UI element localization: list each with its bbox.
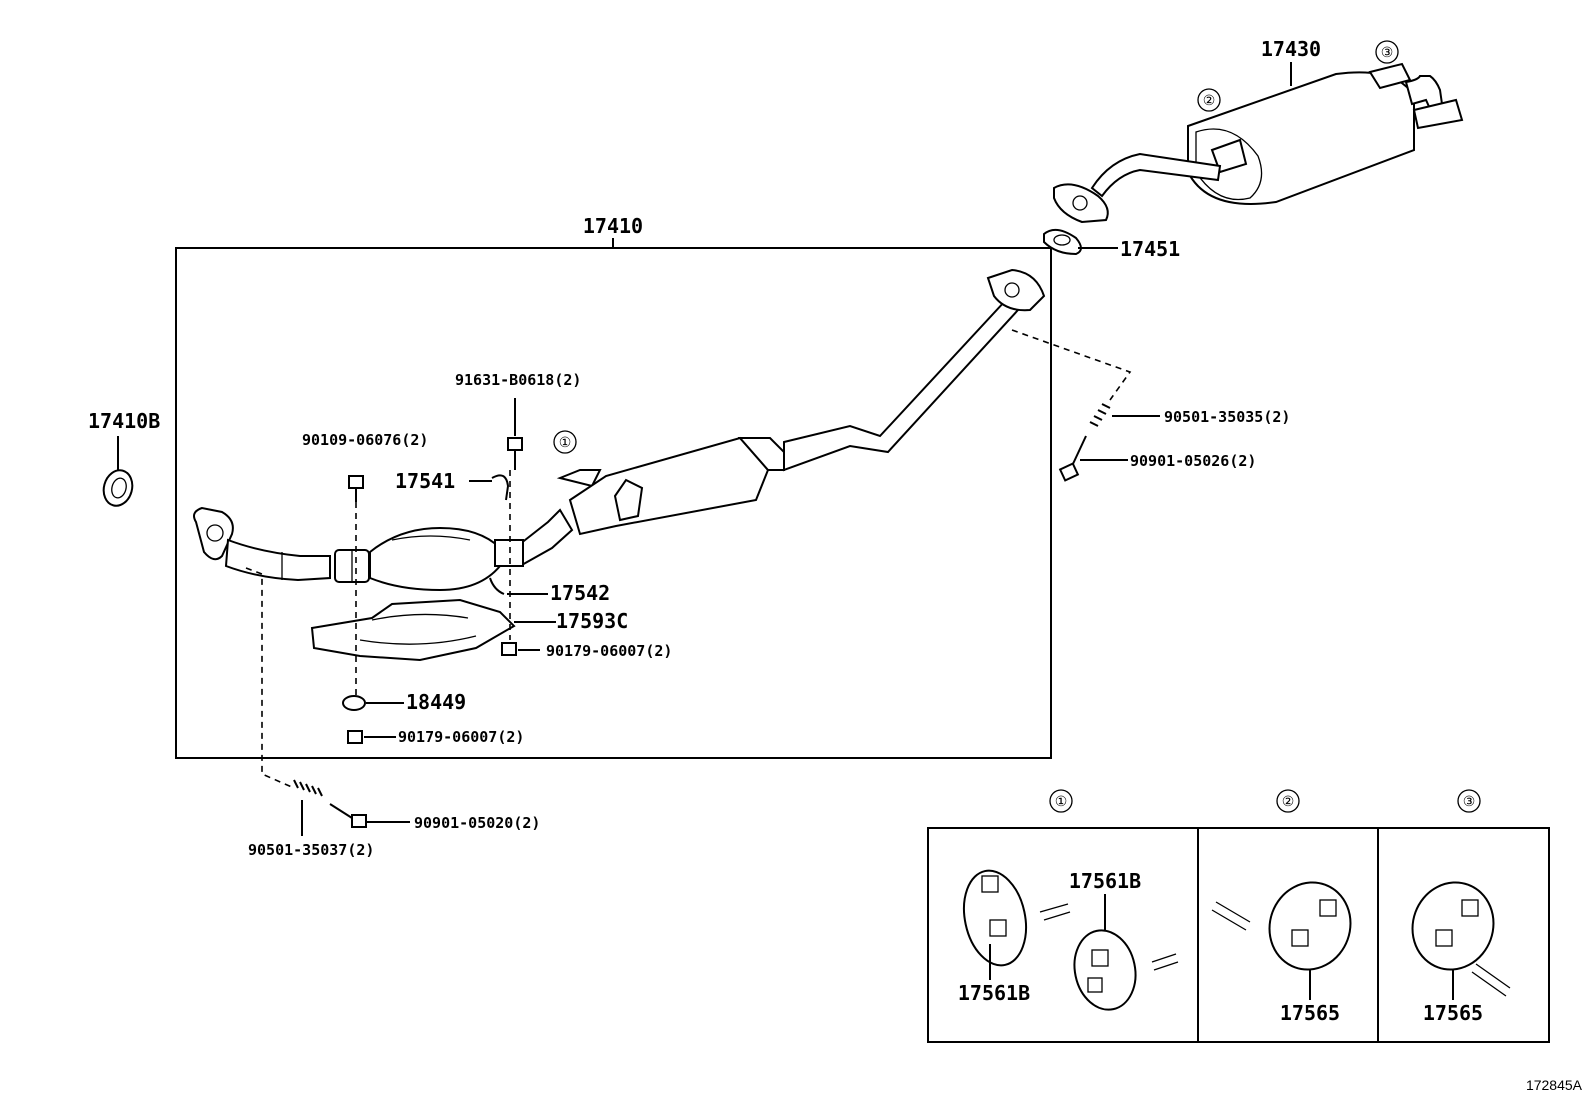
- part-label-90109-06076[interactable]: 90109-06076(2): [302, 431, 428, 449]
- gasket-ring-17410b: [102, 469, 134, 507]
- rubber-hanger-17561b-center: [1073, 929, 1137, 1011]
- hanger-detail-boxes: [927, 827, 1550, 1043]
- hanger-rod-3: [1471, 963, 1511, 997]
- rubber-hanger-17561b-left: [963, 869, 1027, 967]
- callout-circle-3-muffler: [1375, 40, 1399, 64]
- part-label-17542[interactable]: 17542: [550, 581, 610, 605]
- clamp-17542: [489, 577, 505, 595]
- part-label-17430[interactable]: 17430: [1261, 37, 1321, 61]
- callout-circle-1-box: [1049, 789, 1073, 813]
- part-label-17561b-top[interactable]: 17561B: [1069, 869, 1141, 893]
- bolt-90109: [348, 475, 364, 502]
- part-label-17561b-left[interactable]: 17561B: [958, 981, 1030, 1005]
- hanger-rod-2: [1211, 901, 1251, 931]
- spring-90501-35035: [1089, 403, 1111, 427]
- part-label-17565-box3[interactable]: 17565: [1423, 1001, 1483, 1025]
- callout-1-box: ①: [1055, 793, 1068, 809]
- bolt-90901-05020: [329, 803, 367, 828]
- nut-90179-lower: [347, 730, 363, 744]
- part-label-17541[interactable]: 17541: [395, 469, 455, 493]
- part-label-91631-b0618[interactable]: 91631-B0618(2): [455, 371, 581, 389]
- part-label-17410[interactable]: 17410: [583, 214, 643, 238]
- part-label-17410b[interactable]: 17410B: [88, 409, 160, 433]
- rubber-hanger-17565-box2: [1268, 881, 1352, 971]
- part-label-18449[interactable]: 18449: [406, 690, 466, 714]
- callout-circle-2-box: [1276, 789, 1300, 813]
- clamp-17541: [491, 474, 510, 501]
- callout-2-muffler: ②: [1203, 92, 1216, 108]
- callout-1-main: ①: [559, 434, 572, 450]
- main-muffler-17430: [1053, 62, 1464, 224]
- bolt-90901-05026: [1058, 435, 1087, 482]
- detail-box-3: [1377, 827, 1550, 1043]
- gasket-18449: [342, 695, 366, 711]
- spring-90501-35037: [293, 779, 323, 797]
- dash-rear-flange: [1011, 329, 1132, 401]
- nut-90179-upper: [501, 642, 517, 656]
- gasket-17451: [1043, 228, 1082, 256]
- part-label-90179-06007-upper[interactable]: 90179-06007(2): [546, 642, 672, 660]
- dash-front-flange: [245, 567, 295, 789]
- part-label-90179-06007-lower[interactable]: 90179-06007(2): [398, 728, 524, 746]
- callout-circle-3-box: [1457, 789, 1481, 813]
- part-label-90901-05020[interactable]: 90901-05020(2): [414, 814, 540, 832]
- callout-circle-1-main: [553, 430, 577, 454]
- part-label-90501-35037[interactable]: 90501-35037(2): [248, 841, 374, 859]
- hanger-rod-1a: [1039, 903, 1071, 921]
- front-pipe-catalytic-converter: [193, 506, 574, 592]
- heat-insulator-17593c: [310, 598, 516, 662]
- callout-2-box: ②: [1282, 793, 1295, 809]
- part-label-17451[interactable]: 17451: [1120, 237, 1180, 261]
- center-pipe-sub-muffler: [556, 268, 1046, 536]
- callout-3-muffler: ③: [1381, 44, 1394, 60]
- callout-3-box: ③: [1463, 793, 1476, 809]
- rubber-hanger-17565-box3: [1411, 881, 1495, 971]
- part-label-90901-05026[interactable]: 90901-05026(2): [1130, 452, 1256, 470]
- callout-circle-2-muffler: [1197, 88, 1221, 112]
- hanger-rod-1b: [1151, 953, 1179, 971]
- diagram-reference-code: 172845A: [1526, 1077, 1583, 1093]
- part-label-90501-35035[interactable]: 90501-35035(2): [1164, 408, 1290, 426]
- bolt-91631: [507, 437, 523, 470]
- part-label-17565-box2[interactable]: 17565: [1280, 1001, 1340, 1025]
- part-label-17593c[interactable]: 17593C: [556, 609, 628, 633]
